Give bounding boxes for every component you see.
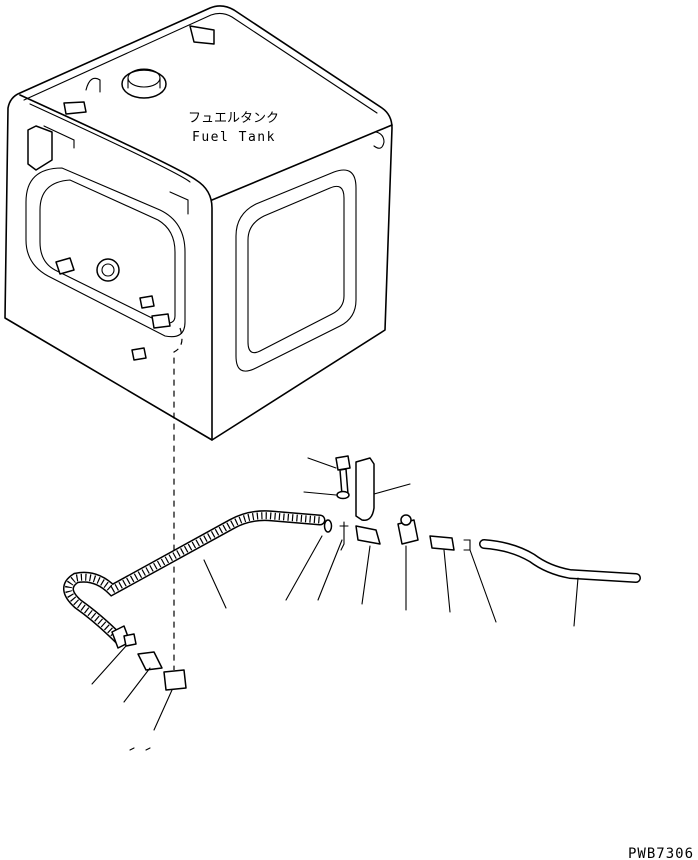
elbow-fitting (429, 535, 455, 551)
connector (355, 525, 381, 545)
small-clip (463, 539, 471, 551)
tank-label-japanese: フュエルタンク (188, 111, 279, 126)
bottom-clip (163, 669, 187, 691)
adapter (137, 651, 163, 671)
tank-label-english: Fuel Tank (192, 130, 276, 145)
clamp (339, 521, 349, 551)
dashed-leader (173, 327, 183, 670)
bolt (335, 455, 351, 496)
fuel-tank: フュエルタンク Fuel Tank (4, 5, 393, 441)
fuel-hose (63, 510, 326, 649)
leader-lines (91, 457, 579, 751)
nut (123, 633, 137, 647)
bracket (355, 457, 375, 521)
pipe (479, 539, 641, 583)
o-ring (323, 519, 333, 533)
washer (336, 490, 350, 500)
drawing-number: PWB7306 (628, 846, 694, 860)
valve (397, 514, 419, 545)
